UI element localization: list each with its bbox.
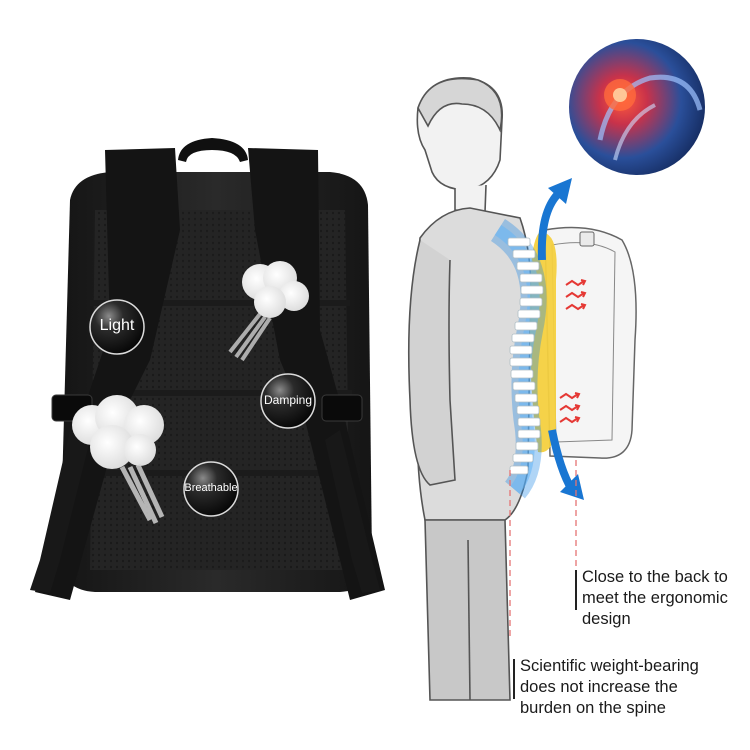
callout-weight-line-2: does not increase the — [520, 678, 678, 696]
damping-label: Damping — [263, 393, 313, 407]
cotton-cloud-icon — [228, 261, 309, 362]
callout-weight-line-1: Scientific weight-bearing — [520, 657, 699, 675]
callout-weight: Scientific weight-bearing does not incre… — [513, 656, 699, 719]
breathable-label: Breathable — [184, 482, 238, 494]
callout-weight-line-3: burden on the spine — [520, 699, 666, 717]
light-label: Light — [99, 317, 135, 334]
cotton-cloud-icon — [72, 395, 165, 525]
callout-ergonomic: Close to the back to meet the ergonomic … — [575, 567, 728, 630]
damping-badge — [260, 373, 316, 429]
backpack — [30, 138, 385, 600]
spine-icon — [507, 237, 544, 475]
light-badge — [89, 299, 145, 355]
callout-ergonomic-line-3: design — [582, 610, 631, 628]
callout-ergonomic-line-1: Close to the back to — [582, 568, 728, 586]
pressure-arrows — [559, 279, 587, 424]
backpack-side — [529, 226, 637, 459]
down-arrow-icon — [548, 429, 584, 500]
shoulder-xray-icon — [567, 37, 707, 177]
breathable-badge — [183, 461, 239, 517]
callout-ergonomic-line-2: meet the ergonomic — [582, 589, 728, 607]
person-illustration — [407, 76, 533, 701]
up-arrow-icon — [537, 178, 572, 261]
